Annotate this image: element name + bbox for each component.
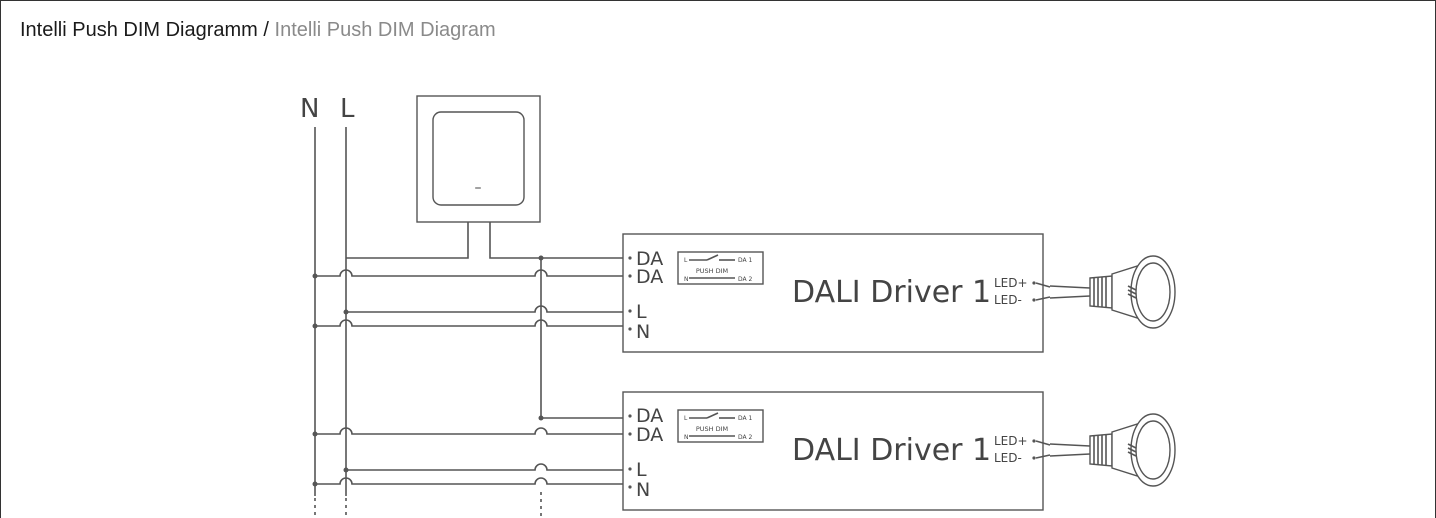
- dali-driver-2: DA DA L N L N PUSH DIM DA 1 DA 2 DALI Dr…: [622, 391, 1044, 511]
- svg-text:L: L: [684, 415, 688, 422]
- driver-2-terminal-da-2: DA: [636, 424, 663, 446]
- svg-text:DA 2: DA 2: [738, 434, 753, 441]
- svg-text:DA 2: DA 2: [738, 276, 753, 283]
- switch-output-wire: [489, 222, 623, 259]
- neutral-bus-label: N: [300, 94, 319, 124]
- svg-text:PUSH DIM: PUSH DIM: [696, 425, 728, 433]
- driver-1-name: DALI Driver 1: [792, 275, 991, 310]
- driver-2-wiring: [312, 415, 623, 487]
- driver-2-terminal-n: N: [636, 479, 650, 501]
- driver-1-led-plus: LED+: [994, 276, 1028, 290]
- svg-text:DA 1: DA 1: [738, 415, 753, 422]
- driver-1-terminal-l: L: [636, 301, 647, 323]
- driver-1-wiring: [312, 255, 623, 329]
- top-border: [0, 0, 1436, 1]
- figure-title: Intelli Push DIM Diagramm / Intelli Push…: [20, 17, 496, 43]
- title-german: Intelli Push DIM Diagramm: [20, 19, 258, 41]
- driver-1-terminal-da-2: DA: [636, 266, 663, 288]
- dali-driver-1: DA DA L N L N PUSH DIM DA 1 DA 2 DALI Dr…: [622, 233, 1044, 353]
- driver-1-terminal-n: N: [636, 321, 650, 343]
- push-switch-rocker: [432, 111, 525, 206]
- switch-live-wire: [346, 222, 469, 259]
- driver-1-terminal-da-1: DA: [636, 248, 663, 270]
- title-separator: /: [263, 19, 269, 41]
- driver-2-terminal-da-1: DA: [636, 405, 663, 427]
- led-lamp-2: [1035, 413, 1176, 487]
- driver-2-led-plus: LED+: [994, 434, 1028, 448]
- svg-text:DA 1: DA 1: [738, 257, 753, 264]
- driver-1-push-dim-inset: L N PUSH DIM DA 1 DA 2: [677, 251, 764, 285]
- svg-text:L: L: [684, 257, 688, 264]
- push-switch-symbol: –: [475, 180, 482, 196]
- driver-2-name: DALI Driver 1: [792, 433, 991, 468]
- driver-2-led-minus: LED-: [994, 451, 1022, 465]
- led-lamp-1: [1035, 255, 1176, 329]
- driver-2-push-dim-inset: L N PUSH DIM DA 1 DA 2: [677, 409, 764, 443]
- svg-text:PUSH DIM: PUSH DIM: [696, 267, 728, 275]
- svg-text:N: N: [684, 276, 689, 283]
- driver-1-led-minus: LED-: [994, 293, 1022, 307]
- live-bus-label: L: [340, 94, 355, 124]
- driver-2-terminal-l: L: [636, 459, 647, 481]
- title-english: Intelli Push DIM Diagram: [274, 19, 496, 41]
- svg-text:N: N: [684, 434, 689, 441]
